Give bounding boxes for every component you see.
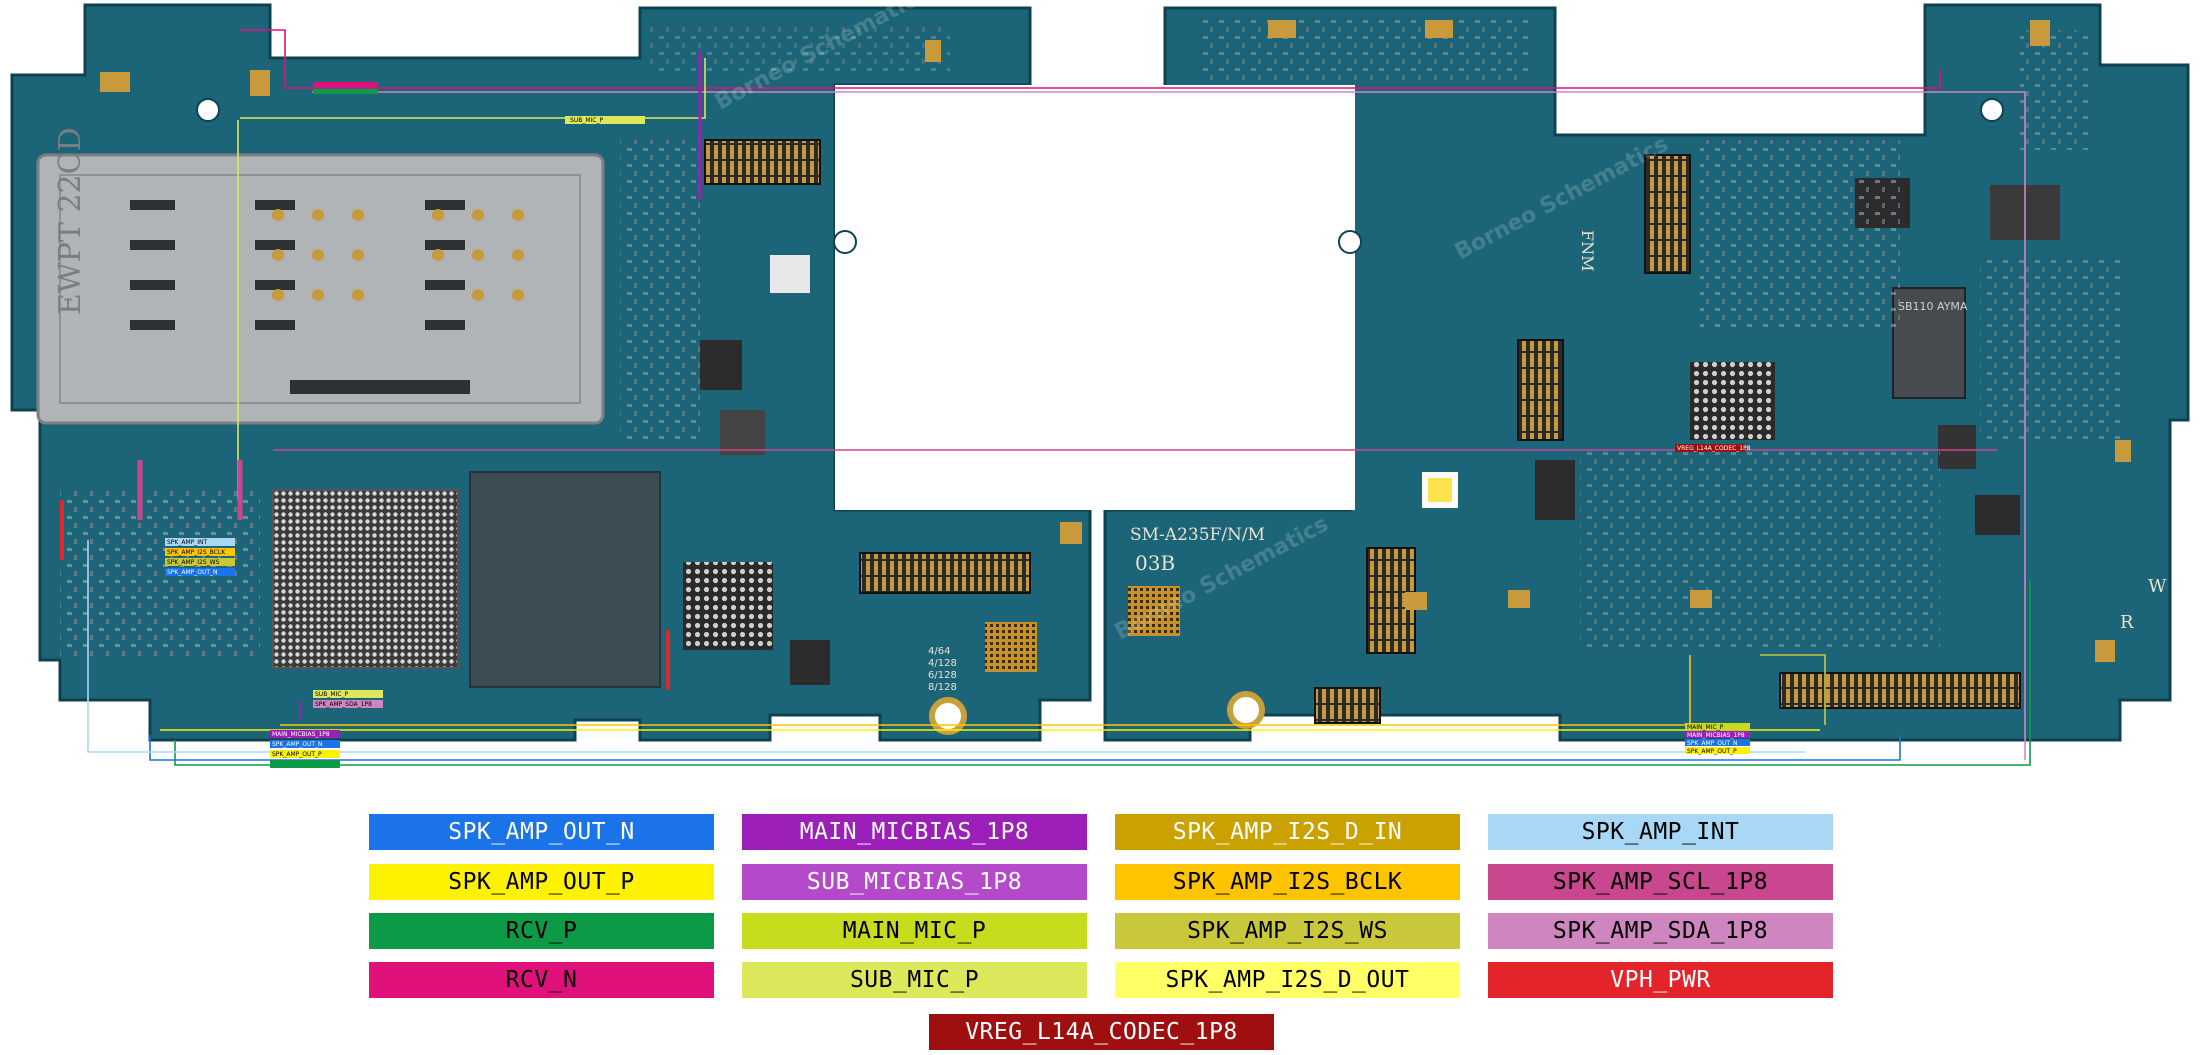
fnm-label: FNM [1578,230,1597,271]
memory-label-1: 4/64 [928,646,950,657]
legend-vreg-l14a-codec-1p8: VREG_L14A_CODEC_1P8 [929,1014,1274,1050]
legend-sub-mic-p: SUB_MIC_P [742,962,1087,998]
legend-spk-amp-out-p: SPK_AMP_OUT_P [369,864,714,900]
legend-spk-amp-i2s-d-out: SPK_AMP_I2S_D_OUT [1115,962,1460,998]
tag-vreg: VREG_L14A_CODEC_1P8 [1677,445,1751,452]
legend-spk-amp-i2s-d-in: SPK_AMP_I2S_D_IN [1115,814,1460,850]
pcb-board-drawing: EWPT 22CD SB110 AYMA [10,3,2190,768]
pcb-board-view: EWPT 22CD SB110 AYMA [10,3,2190,768]
pmic-bga-chip [683,562,773,650]
legend-spk-amp-int: SPK_AMP_INT [1488,814,1833,850]
mount-hole [196,98,220,122]
w-mark: W [2148,576,2167,597]
tag-left-1: SPK_AMP_INT [167,539,208,546]
board-connector [859,552,1031,594]
tag-right-3: SPK_AMP_OUT_N [1687,740,1738,747]
codec-bga-chip [1690,362,1775,440]
tag-right-2: MAIN_MICBIAS_1P8 [1687,732,1745,739]
legend-spk-amp-sda-1p8: SPK_AMP_SDA_1P8 [1488,913,1833,949]
tag-right-1: MAIN_MIC_P [1687,724,1724,731]
sim-card-tray [36,153,605,425]
sb110-chip-label: SB110 AYMA [1898,300,1968,313]
model-label: SM-A235F/N/M [1130,525,1265,545]
tag-mid-1: SUB_MIC_P [315,691,348,698]
memory-label-4: 8/128 [928,682,957,693]
gold-mount-hole [1227,691,1265,729]
tag-bot-2: SPK_AMP_OUT_N [272,741,323,748]
mount-hole [1980,98,2004,122]
legend-rcv-p: RCV_P [369,913,714,949]
board-cutout [835,85,1355,510]
legend-spk-amp-i2s-bclk: SPK_AMP_I2S_BCLK [1115,864,1460,900]
tag-right-4: SPK_AMP_OUT_P [1687,748,1737,755]
memory-label-2: 4/128 [928,658,957,669]
tag-left-3: SPK_AMP_I2S_WS [167,559,220,566]
legend-vph-pwr: VPH_PWR [1488,962,1833,998]
soc-bga-chip [272,489,459,669]
tag-sub-mic: SUB_MIC_P [570,117,603,124]
revision-label: 03B [1135,551,1175,575]
qr-code [1128,586,1180,636]
memory-label-3: 6/128 [928,670,957,681]
sb110-chip [1892,287,1966,399]
board-connector [704,139,821,185]
legend-sub-micbias-1p8: SUB_MICBIAS_1P8 [742,864,1087,900]
sim-tray-text: EWPT 22CD [53,127,88,315]
legend-main-micbias-1p8: MAIN_MICBIAS_1P8 [742,814,1087,850]
r-mark: R [2120,612,2134,633]
board-connector [1779,672,2021,709]
tag-bot-1: MAIN_MICBIAS_1P8 [272,731,330,738]
legend-main-mic-p: MAIN_MIC_P [742,913,1087,949]
board-connector [1644,154,1691,274]
qr-code [985,622,1037,672]
legend-spk-amp-i2s-ws: SPK_AMP_I2S_WS [1115,913,1460,949]
tag-left-2: SPK_AMP_I2S_BCLK [167,549,226,556]
legend-spk-amp-scl-1p8: SPK_AMP_SCL_1P8 [1488,864,1833,900]
gold-mount-hole [929,697,967,735]
tag-left-4: SPK_AMP_OUT_N [167,569,218,576]
legend-rcv-n: RCV_N [369,962,714,998]
board-connector [1517,339,1564,441]
tag-mid-2: SPK_AMP_SDA_1P8 [315,701,372,708]
mount-hole [833,230,857,254]
board-connector [1314,687,1381,724]
memory-chip [469,471,661,688]
legend-spk-amp-out-n: SPK_AMP_OUT_N [369,814,714,850]
tag-bot-3: SPK_AMP_OUT_P [272,751,322,758]
mount-hole [1338,230,1362,254]
